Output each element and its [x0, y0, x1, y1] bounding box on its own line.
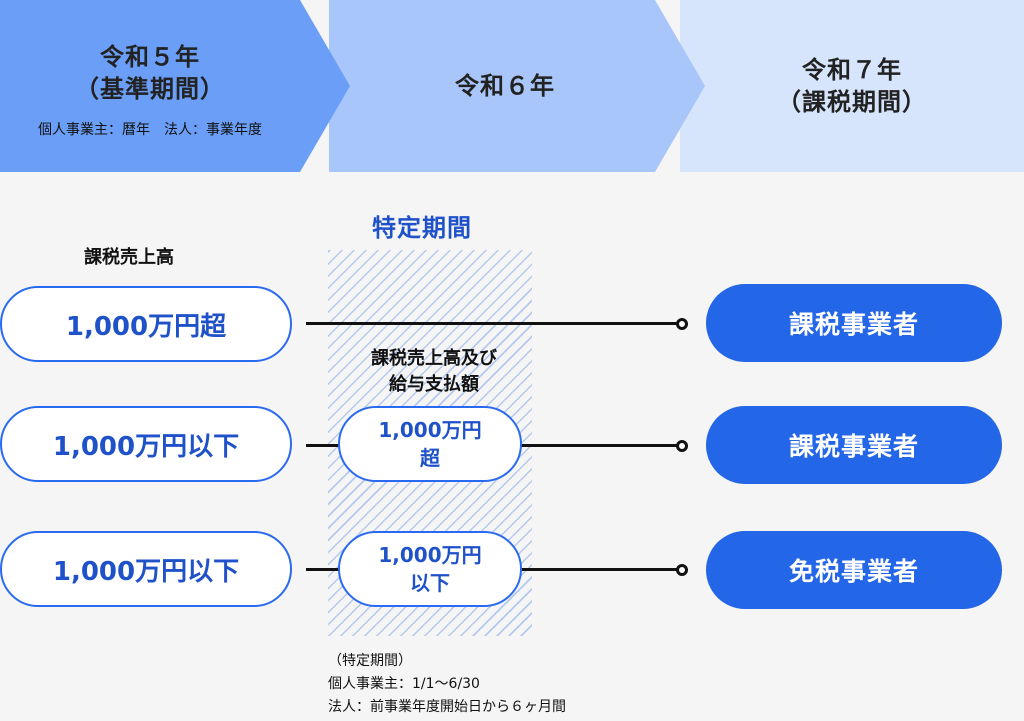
- specific-column-label: 課税売上高及び 給与支払額: [340, 346, 528, 398]
- row3-result-pill: 免税事業者: [706, 531, 1002, 609]
- stage-2024-bg: [329, 0, 705, 172]
- stage-reiwa5-title: 令和５年: [100, 43, 200, 71]
- footnote-line2: 個人事業主：1/1〜6/30: [328, 676, 480, 692]
- footnote-line3: 法人：前事業年度開始日から６ヶ月間: [328, 699, 566, 715]
- row2-result-pill: 課税事業者: [706, 406, 1002, 484]
- row3-specific-line1: 1,000万円: [378, 543, 482, 567]
- connector-end-row2: [676, 440, 688, 452]
- connector-end-row3: [676, 564, 688, 576]
- footnote: （特定期間） 個人事業主：1/1〜6/30 法人：前事業年度開始日から６ヶ月間: [328, 650, 566, 719]
- row3-base-pill: 1,000万円以下: [0, 531, 292, 607]
- connector-row1: [306, 322, 682, 325]
- row2-specific-pill: 1,000万円 超: [338, 406, 522, 482]
- stage-reiwa5: 令和５年 （基準期間） 個人事業主：暦年 法人：事業年度: [0, 0, 300, 172]
- stage-reiwa5-note: 個人事業主：暦年 法人：事業年度: [38, 122, 262, 138]
- connector-end-row1: [676, 318, 688, 330]
- row3-specific-pill: 1,000万円 以下: [338, 531, 522, 607]
- specific-column-label-line1: 課税売上高及び: [371, 348, 497, 369]
- row3-specific-line2: 以下: [410, 571, 450, 595]
- specific-period-label: 特定期間: [372, 214, 472, 242]
- base-column-label: 課税売上高: [84, 247, 174, 268]
- stage-reiwa7: 令和７年 （課税期間）: [680, 0, 1024, 172]
- stage-2023-bg: [0, 0, 350, 172]
- stage-2025-bg: [680, 0, 1024, 172]
- row2-specific-line2: 超: [420, 446, 440, 470]
- stage-reiwa5-subtitle: （基準期間）: [75, 75, 225, 103]
- stage-reiwa6-title: 令和６年: [455, 72, 555, 100]
- row2-base-pill: 1,000万円以下: [0, 406, 292, 482]
- row1-base-pill: 1,000万円超: [0, 286, 292, 362]
- stage-reiwa6: 令和６年: [330, 0, 680, 172]
- stage-banner: [0, 0, 1024, 172]
- stage-reiwa7-title: 令和７年: [802, 56, 902, 84]
- row2-specific-line1: 1,000万円: [378, 418, 482, 442]
- stage-reiwa7-subtitle: （課税期間）: [777, 88, 927, 116]
- specific-column-label-line2: 給与支払額: [389, 374, 479, 395]
- row1-result-pill: 課税事業者: [706, 284, 1002, 362]
- footnote-line1: （特定期間）: [328, 653, 412, 669]
